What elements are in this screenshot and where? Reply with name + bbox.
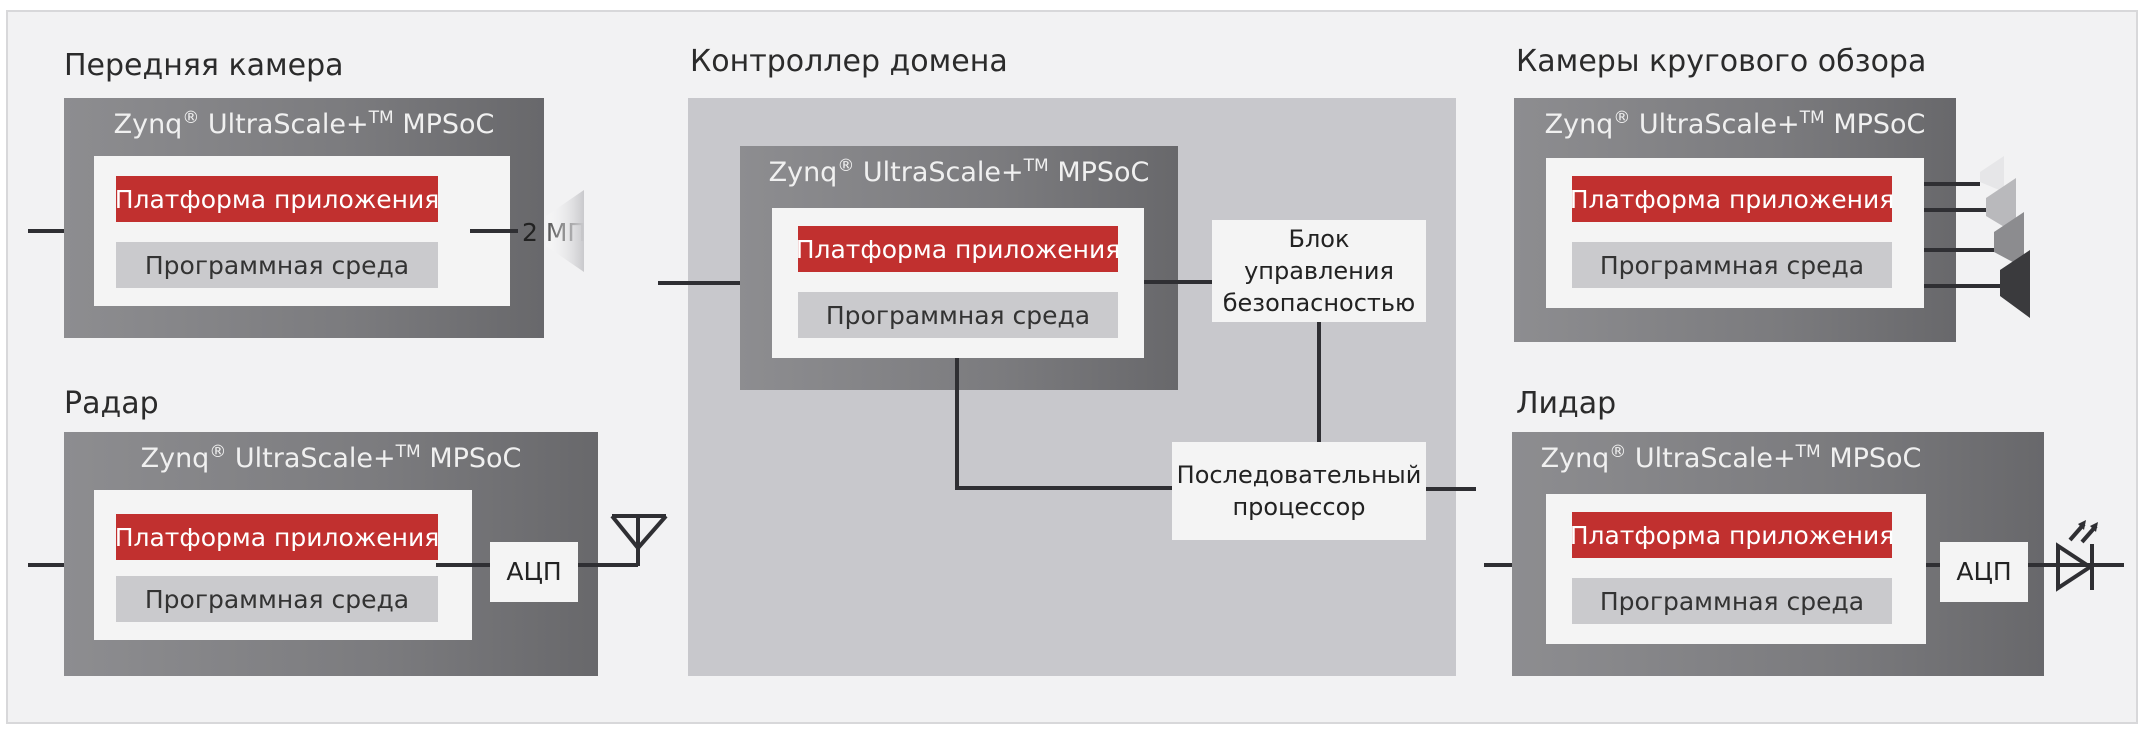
surround-cameras-inner: Платформа приложения Программная среда	[1546, 158, 1924, 308]
camera-lens-icon	[546, 190, 584, 272]
mpsoc-label: Zynq® UltraScale+TM MPSoC	[113, 108, 495, 140]
domain-input-line	[658, 281, 774, 285]
lidar-diode-line	[2028, 563, 2124, 567]
front-camera-title: Передняя камера	[64, 48, 344, 83]
surround-camera-line-4	[1924, 284, 2008, 288]
lidar-inner: Платформа приложения Программная среда	[1546, 494, 1926, 644]
surround-camera-line-2	[1924, 208, 1990, 212]
mpsoc-label: Zynq® UltraScale+TM MPSoC	[1540, 442, 1922, 474]
safety-serial-line	[1317, 322, 1321, 442]
radar-software: Программная среда	[116, 576, 438, 622]
surround-cameras-icon	[1980, 156, 2030, 318]
radar-input-line	[28, 563, 94, 567]
radar-inner: Платформа приложения Программная среда	[94, 490, 472, 640]
front-camera-software: Программная среда	[116, 242, 438, 288]
surround-camera-line-3	[1924, 248, 2000, 252]
lidar-platform: Платформа приложения	[1570, 512, 1894, 558]
lidar-adc-line	[1926, 563, 1940, 567]
front-camera-platform: Платформа приложения	[115, 176, 439, 222]
surround-camera-line-1	[1924, 182, 1980, 186]
mpsoc-serial-horizontal-line	[955, 486, 1173, 490]
safety-link-line	[1144, 280, 1212, 284]
radar-adc-line	[436, 563, 490, 567]
domain-controller-title: Контроллер домена	[690, 44, 1008, 79]
lidar-software: Программная среда	[1572, 578, 1892, 624]
radar-platform: Платформа приложения	[115, 514, 439, 560]
domain-inner: Платформа приложения Программная среда	[772, 208, 1144, 358]
laser-diode-icon	[2056, 520, 2098, 592]
radar-antenna-line	[578, 563, 638, 567]
lidar-title: Лидар	[1516, 386, 1617, 421]
radar-adc: АЦП	[490, 542, 578, 602]
domain-mpsoc: Zynq® UltraScale+TM MPSoC Платформа прил…	[740, 146, 1178, 390]
mpsoc-serial-vertical-line	[955, 358, 959, 490]
mpsoc-label: Zynq® UltraScale+TM MPSoC	[1544, 108, 1926, 140]
front-camera-mpsoc: Zynq® UltraScale+TM MPSoC Платформа прил…	[64, 98, 544, 338]
front-camera-inner: Платформа приложения Программная среда	[94, 156, 510, 306]
surround-cameras-title: Камеры кругового обзора	[1516, 44, 1927, 79]
front-camera-sensor-line	[470, 229, 518, 233]
radar-title: Радар	[64, 386, 159, 421]
mpsoc-label: Zynq® UltraScale+TM MPSoC	[140, 442, 522, 474]
lidar-link-line	[1426, 487, 1476, 491]
mpsoc-label: Zynq® UltraScale+TM MPSoC	[768, 156, 1150, 188]
antenna-icon	[610, 514, 668, 566]
surround-cameras-mpsoc: Zynq® UltraScale+TM MPSoC Платформа прил…	[1514, 98, 1956, 342]
serial-processor: Последовательный процессор	[1172, 442, 1426, 540]
surround-cameras-software: Программная среда	[1572, 242, 1892, 288]
domain-platform: Платформа приложения	[796, 226, 1120, 272]
lidar-adc: АЦП	[1940, 542, 2028, 602]
front-camera-input-line	[28, 229, 94, 233]
radar-mpsoc: Zynq® UltraScale+TM MPSoC Платформа прил…	[64, 432, 598, 676]
safety-control-block: Блок управления безопасностью	[1212, 220, 1426, 322]
domain-software: Программная среда	[798, 292, 1118, 338]
surround-cameras-platform: Платформа приложения	[1570, 176, 1894, 222]
